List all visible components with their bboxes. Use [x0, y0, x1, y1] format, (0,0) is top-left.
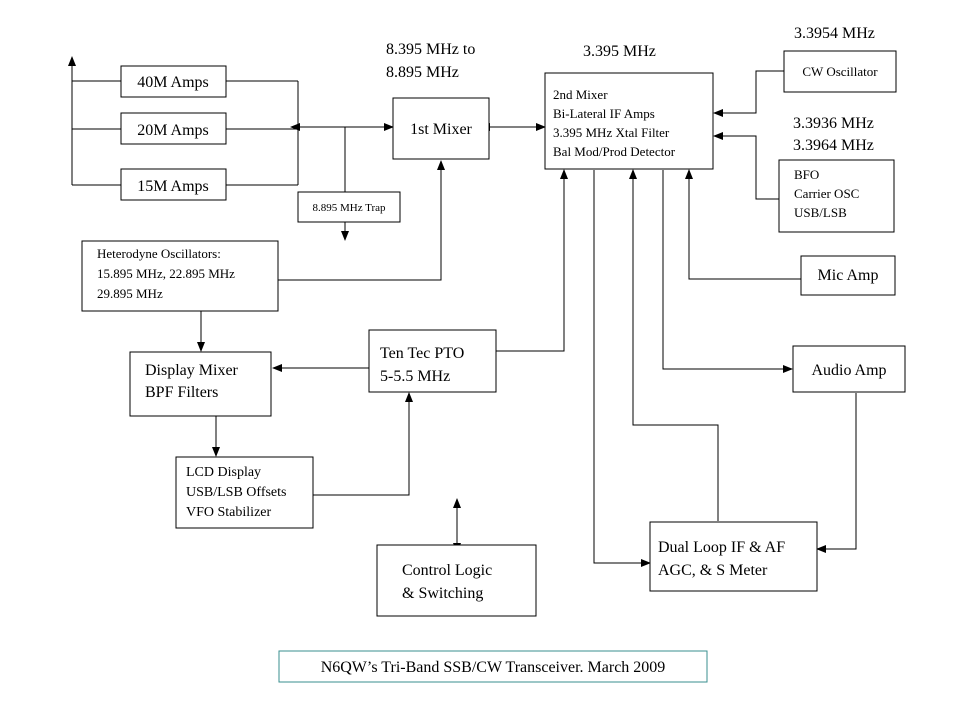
second-mixer-line-2: Bi-Lateral IF Amps: [553, 106, 655, 121]
bfo-freq-label-1: 3.3936 MHz: [793, 115, 874, 132]
mic-amp-label: Mic Amp: [818, 267, 879, 284]
pto-line-1: Ten Tec PTO: [380, 345, 464, 362]
block-1st-mixer-label: 1st Mixer: [410, 121, 472, 138]
block-20m-amps: 20M Amps: [120, 112, 227, 145]
block-20m-amps-label: 20M Amps: [137, 122, 209, 139]
lcd-line-1: LCD Display: [186, 465, 261, 480]
het-osc-line-1: Heterodyne Oscillators:: [97, 246, 221, 261]
second-mixer-line-1: 2nd Mixer: [553, 87, 608, 102]
block-control-logic: Control Logic & Switching: [376, 544, 537, 617]
agc-line-2: AGC, & S Meter: [658, 562, 768, 579]
wire-het-osc-to-mixer: [278, 160, 445, 281]
block-trap-label: 8.895 MHz Trap: [312, 202, 386, 214]
wire-mic-amp: [685, 169, 801, 280]
second-if-label: 3.395 MHz: [583, 43, 656, 60]
wire-agc-loop: [629, 169, 719, 521]
wires: [68, 56, 857, 567]
control-line-2: & Switching: [402, 585, 483, 602]
block-40m-amps: 40M Amps: [120, 65, 227, 98]
caption: N6QW’s Tri-Band SSB/CW Transceiver. Marc…: [278, 650, 708, 683]
block-2nd-mixer: 2nd Mixer Bi-Lateral IF Amps 3.395 MHz X…: [544, 72, 714, 170]
block-15m-amps: 15M Amps: [120, 168, 227, 201]
lcd-line-2: USB/LSB Offsets: [186, 485, 286, 500]
first-if-label-2: 8.895 MHz: [386, 64, 459, 81]
control-line-1: Control Logic: [402, 562, 492, 579]
wire-to-audio-amp: [662, 170, 793, 373]
bfo-line-3: USB/LSB: [794, 205, 847, 220]
display-mixer-line-1: Display Mixer: [145, 362, 239, 379]
het-osc-line-2: 15.895 MHz, 22.895 MHz: [97, 266, 235, 281]
block-bfo: BFO Carrier OSC USB/LSB: [778, 159, 895, 233]
het-osc-line-3: 29.895 MHz: [97, 286, 163, 301]
block-1st-mixer: 1st Mixer: [392, 97, 490, 160]
first-if-label-1: 8.395 MHz to: [386, 41, 475, 58]
cw-freq-label: 3.3954 MHz: [794, 25, 875, 42]
block-15m-amps-label: 15M Amps: [137, 178, 209, 195]
block-lcd-display: LCD Display USB/LSB Offsets VFO Stabiliz…: [175, 456, 314, 529]
bfo-line-1: BFO: [794, 167, 819, 182]
display-mixer-line-2: BPF Filters: [145, 384, 218, 401]
block-cw-oscillator: CW Oscillator: [783, 50, 897, 93]
pto-line-2: 5-5.5 MHz: [380, 368, 450, 385]
lcd-line-3: VFO Stabilizer: [186, 505, 271, 520]
wire-cw-osc: [713, 70, 784, 117]
second-mixer-line-4: Bal Mod/Prod Detector: [553, 144, 676, 159]
cw-osc-label: CW Oscillator: [802, 64, 878, 79]
block-40m-amps-label: 40M Amps: [137, 74, 209, 91]
second-mixer-line-3: 3.395 MHz Xtal Filter: [553, 125, 670, 140]
audio-amp-label: Audio Amp: [811, 362, 886, 379]
wire-pto-to-2nd-mixer: [496, 169, 568, 352]
block-display-mixer: Display Mixer BPF Filters: [129, 351, 272, 417]
block-audio-amp: Audio Amp: [792, 345, 906, 393]
block-mic-amp: Mic Amp: [800, 255, 896, 296]
wire-audio-to-agc: [816, 393, 857, 553]
caption-text: N6QW’s Tri-Band SSB/CW Transceiver. Marc…: [321, 659, 666, 676]
block-heterodyne-oscillators: Heterodyne Oscillators: 15.895 MHz, 22.8…: [81, 240, 279, 312]
block-ten-tec-pto: Ten Tec PTO 5-5.5 MHz: [368, 329, 497, 393]
block-trap: 8.895 MHz Trap: [297, 191, 401, 223]
wire-bfo: [713, 132, 779, 200]
agc-line-1: Dual Loop IF & AF: [658, 539, 785, 556]
wire-lcd-to-pto: [313, 392, 413, 496]
wire-if-to-agc: [593, 170, 651, 567]
block-agc: Dual Loop IF & AF AGC, & S Meter: [649, 521, 818, 592]
bfo-freq-label-2: 3.3964 MHz: [793, 137, 874, 154]
bfo-line-2: Carrier OSC: [794, 186, 859, 201]
